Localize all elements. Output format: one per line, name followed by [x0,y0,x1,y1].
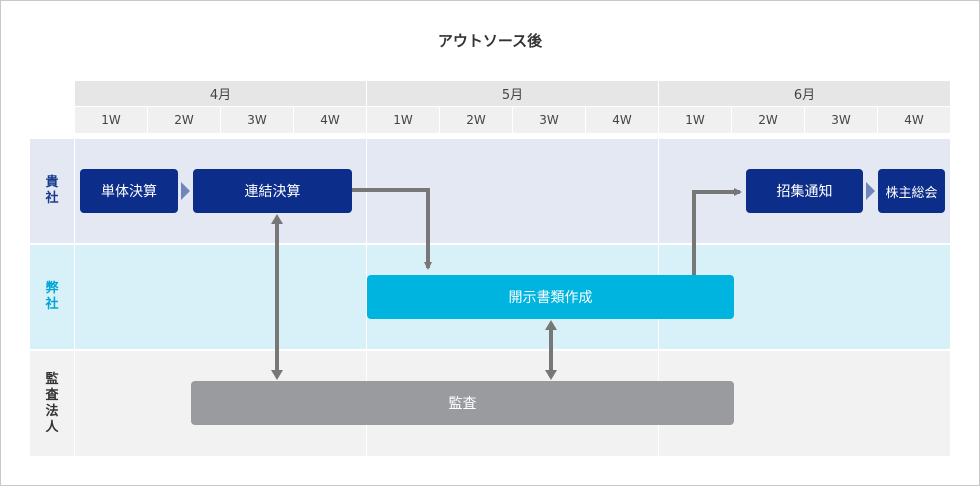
task-single-settlement: 単体決算 [80,169,178,213]
lane-label-client: 貴 社 [30,139,74,243]
diagram-title: アウトソース後 [437,32,543,50]
task-disclosure-documents: 開示書類作成 [367,275,734,319]
week-header-cell: 2W [732,107,804,133]
week-header-cell: 2W [148,107,220,133]
label-separator [74,139,75,456]
week-header-cell: 4W [878,107,950,133]
week-header-cell: 1W [75,107,147,133]
week-header-cell: 2W [440,107,512,133]
task-audit: 監査 [191,381,734,425]
task-shareholders-meeting: 株主総会 [878,169,945,213]
month-header-april: 4月 [75,81,366,106]
lane-label-char: 法 [45,403,59,419]
lane-label-us: 弊 社 [30,245,74,349]
week-header-cell: 3W [805,107,877,133]
task-consolidated-settlement: 連結決算 [193,169,352,213]
chevron-icon [181,182,190,200]
chevron-icon [866,182,875,200]
week-header-cell: 1W [367,107,439,133]
week-header-cell: 4W [586,107,658,133]
week-header-cell: 3W [513,107,585,133]
lane-label-char: 人 [45,419,59,435]
week-header-cell: 3W [221,107,293,133]
lane-label-char: 監 [45,371,59,387]
lane-label-char: 査 [45,387,59,403]
month-header-june: 6月 [659,81,950,106]
lane-label-audit: 監 査 法 人 [30,351,74,456]
lane-label-char: 社 [45,297,59,312]
week-header-cell: 4W [294,107,366,133]
lane-label-char: 弊 [45,281,59,296]
week-header-cell: 1W [659,107,731,133]
lane-label-char: 貴 [45,175,59,190]
lane-label-char: 社 [45,191,59,206]
month-header-may: 5月 [367,81,658,106]
month-separator [366,139,367,456]
arrow-disclosure-to-notice [692,188,742,275]
arrow-consolidated-to-disclosure [352,188,432,270]
task-convocation-notice: 招集通知 [746,169,863,213]
